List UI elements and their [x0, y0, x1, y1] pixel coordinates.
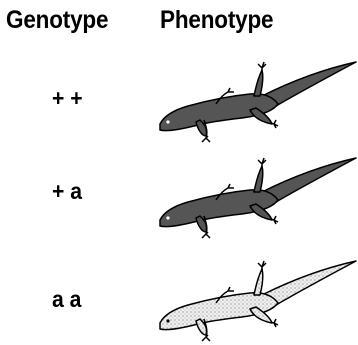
lizard-icon-dark-2 — [150, 152, 358, 242]
genotype-header: Genotype — [6, 6, 108, 35]
lizard-icon-dark-1 — [150, 56, 358, 146]
lizard-icon-light-speckled — [150, 255, 358, 345]
lizard-shape — [160, 62, 356, 142]
genotype-label-row-2: + a — [52, 178, 82, 205]
lizard-shape — [160, 158, 356, 238]
lizard-shape — [160, 261, 356, 341]
genotype-label-row-3: a a — [52, 286, 81, 313]
genotype-label-row-1: + + — [52, 85, 83, 112]
phenotype-header: Phenotype — [160, 6, 273, 35]
